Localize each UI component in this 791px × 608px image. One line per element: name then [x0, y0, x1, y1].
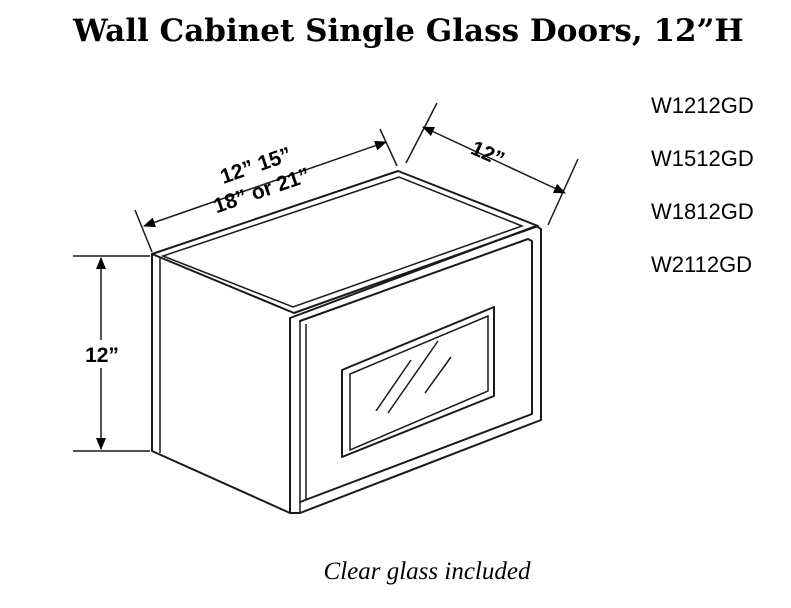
cabinet-left-side	[151, 253, 291, 514]
model-list: W1212GD W1512GD W1812GD W2112GD	[651, 93, 754, 277]
cabinet-box	[151, 170, 542, 514]
glass-glare-line	[375, 359, 412, 412]
page-title: Wall Cabinet Single Glass Doors, 12”H	[72, 13, 744, 49]
glass-panel	[341, 306, 495, 458]
height-label: 12”	[85, 344, 119, 367]
model-item: W1812GD	[651, 199, 754, 224]
height-dimension: 12”	[73, 255, 150, 452]
depth-dimension: 12”	[405, 102, 579, 226]
model-item: W1512GD	[651, 146, 754, 171]
glass-glare-line	[387, 340, 439, 414]
model-item: W1212GD	[651, 93, 754, 118]
cabinet-front-frame	[289, 225, 542, 514]
depth-label: 12”	[468, 137, 508, 172]
cabinet-top	[151, 170, 539, 314]
glass-glare-line	[424, 356, 452, 394]
caption: Clear glass included	[324, 558, 531, 585]
cabinet-door	[299, 238, 533, 503]
model-item: W2112GD	[651, 252, 752, 277]
